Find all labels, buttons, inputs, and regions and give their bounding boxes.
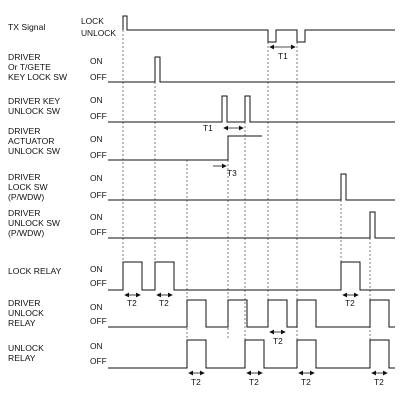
- label-t2-unlock-1: T2: [191, 377, 201, 387]
- label-t1-tx: T1: [278, 51, 288, 61]
- state-low-key-lock-sw: OFF: [90, 72, 107, 82]
- waveform-unlock-sw-pwdw: [108, 211, 395, 239]
- state-high-lock-relay: ON: [90, 264, 103, 274]
- signal-name-tx: TX Signal: [8, 22, 46, 32]
- state-low-unlock-relay: OFF: [90, 356, 107, 366]
- label-t2-lock-3: T2: [345, 298, 355, 308]
- waveform-unlock-relay: [108, 339, 395, 369]
- state-high-key-unlock-sw: ON: [90, 95, 103, 105]
- waveform-lock-relay: [108, 261, 395, 291]
- state-high-tx: LOCK: [81, 16, 104, 26]
- waveform-driver-unlock-relay: [108, 299, 395, 328]
- waveform-actuator-unlock-sw: [108, 135, 262, 161]
- label-t2-unlock-2: T2: [249, 377, 259, 387]
- state-low-lock-relay: OFF: [90, 278, 107, 288]
- waveform-key-lock-sw: [108, 56, 395, 83]
- state-low-lock-sw-pwdw: OFF: [90, 190, 107, 200]
- state-high-key-lock-sw: ON: [90, 56, 103, 66]
- state-low-tx: UNLOCK: [81, 28, 116, 38]
- label-t2-lock-1: T2: [127, 298, 137, 308]
- label-t2-drv-unlock: T2: [273, 336, 283, 346]
- state-high-unlock-relay: ON: [90, 341, 103, 351]
- waveform-lock-sw-pwdw: [108, 173, 395, 201]
- state-high-lock-sw-pwdw: ON: [90, 173, 103, 183]
- state-low-actuator-unlock-sw: OFF: [90, 150, 107, 160]
- state-low-unlock-sw-pwdw: OFF: [90, 227, 107, 237]
- state-low-key-unlock-sw: OFF: [90, 111, 107, 121]
- state-low-driver-unlock-relay: OFF: [90, 316, 107, 326]
- waveform-key-unlock-sw: [108, 95, 395, 123]
- label-t2-lock-2: T2: [159, 298, 169, 308]
- state-high-unlock-sw-pwdw: ON: [90, 212, 103, 222]
- waveform-tx: [122, 15, 395, 43]
- signal-name-lock-relay: LOCK RELAY: [8, 266, 62, 276]
- label-t2-unlock-3: T2: [301, 377, 311, 387]
- label-t3: T3: [227, 168, 237, 178]
- label-t1-key: T1: [203, 123, 213, 133]
- state-high-actuator-unlock-sw: ON: [90, 134, 103, 144]
- state-high-driver-unlock-relay: ON: [90, 302, 103, 312]
- waveforms: [108, 15, 395, 369]
- timing-arrows: [124, 44, 388, 376]
- label-t2-unlock-4: T2: [374, 377, 384, 387]
